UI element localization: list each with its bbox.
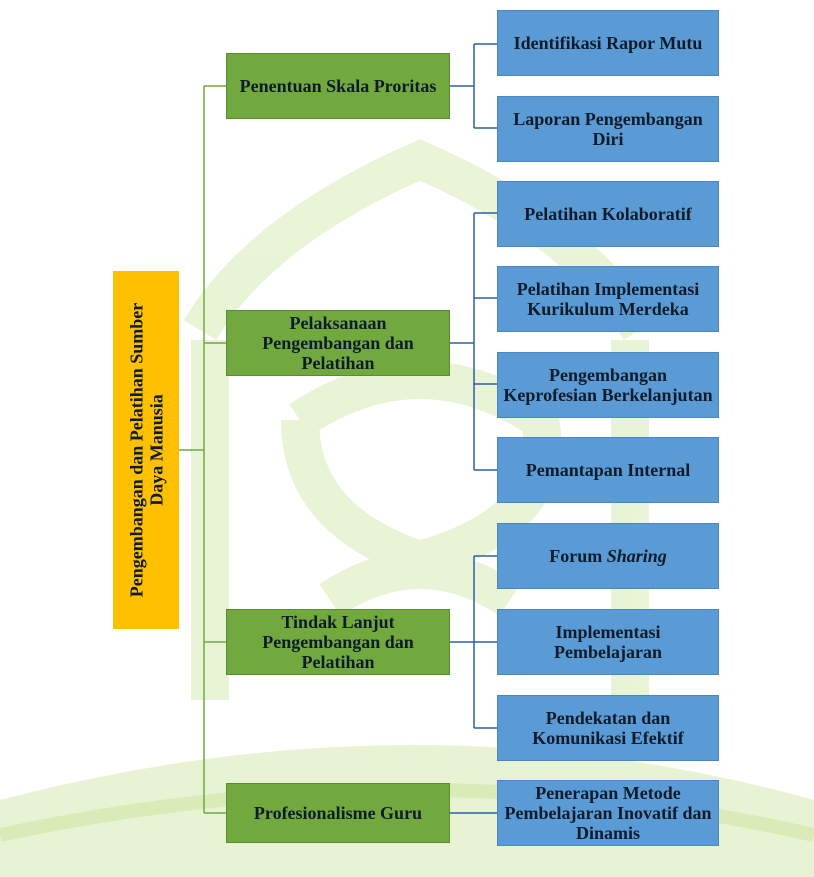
leaf-pemantapan-internal: Pemantapan Internal [497, 437, 719, 503]
root-node: Pengembangan dan Pelatihan Sumber Daya M… [113, 271, 179, 629]
leaf-connectors [450, 43, 497, 814]
leaf-pendekatan-komunikasi: Pendekatan dan Komunikasi Efektif [497, 695, 719, 761]
branch-tindak-lanjut: Tindak Lanjut Pengembangan dan Pelatihan [226, 609, 450, 675]
leaf-identifikasi-rapor-mutu: Identifikasi Rapor Mutu [497, 10, 719, 76]
leaf-pelatihan-kolaboratif: Pelatihan Kolaboratif [497, 181, 719, 247]
branch-profesionalisme-guru: Profesionalisme Guru [226, 783, 450, 843]
branch-penentuan-skala-proritas: Penentuan Skala Proritas [226, 53, 450, 119]
leaf-laporan-pengembangan-diri: Laporan Pengembangan Diri [497, 96, 719, 162]
root-label: Pengembangan dan Pelatihan Sumber Daya M… [126, 303, 166, 598]
leaf-pelatihan-implementasi-kurikulum: Pelatihan Implementasi Kurikulum Merdeka [497, 266, 719, 332]
leaf-forum-sharing: Forum Sharing [497, 523, 719, 589]
root-connectors [179, 85, 226, 814]
leaf-implementasi-pembelajaran: Implementasi Pembelajaran [497, 609, 719, 675]
root-label-line1: Pengembangan dan Pelatihan Sumber [126, 302, 147, 598]
leaf-pengembangan-keprofesian: Pengembangan Keprofesian Berkelanjutan [497, 352, 719, 418]
leaf-forum-sharing-emphasis: Sharing [606, 546, 667, 566]
root-label-line2: Daya Manusia [146, 394, 167, 506]
leaf-forum-sharing-prefix: Forum [549, 546, 607, 566]
branch-pelaksanaan-pengembangan: Pelaksanaan Pengembangan dan Pelatihan [226, 310, 450, 376]
leaf-penerapan-metode: Penerapan Metode Pembelajaran Inovatif d… [497, 780, 719, 846]
